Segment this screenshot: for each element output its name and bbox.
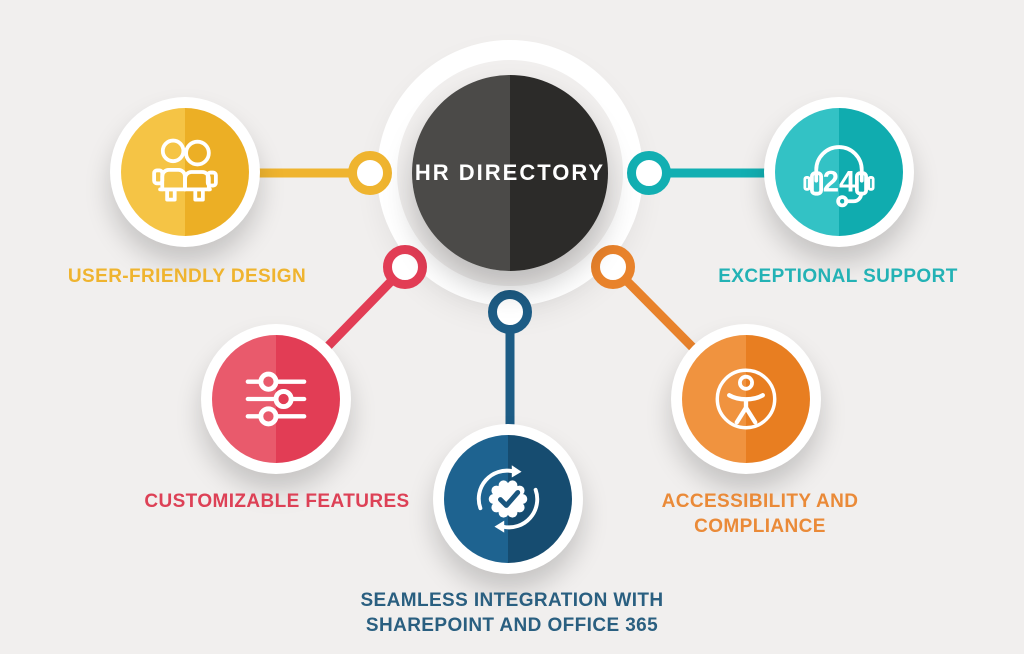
node-exceptional-support: 24: [764, 97, 914, 247]
label-accessibility-compliance: ACCESSIBILITY AND COMPLIANCE: [661, 491, 859, 538]
center-circle: HR DIRECTORY: [412, 75, 608, 271]
node-seamless-integration-circle: [444, 435, 572, 563]
support-24-badge: 24: [823, 167, 856, 199]
node-exceptional-support-circle: 24: [775, 108, 903, 236]
label-customizable-features: CUSTOMIZABLE FEATURES: [144, 491, 410, 512]
node-accessibility-compliance-circle: [682, 335, 810, 463]
people-icon: [152, 138, 218, 202]
node-accessibility-compliance: [671, 324, 821, 474]
label-exceptional-support: EXCEPTIONAL SUPPORT: [718, 266, 958, 287]
sync-check-icon: [476, 465, 540, 533]
node-customizable-features: [201, 324, 351, 474]
label-user-friendly-design: USER-FRIENDLY DESIGN: [67, 266, 307, 287]
node-customizable-features-circle: [212, 335, 340, 463]
accessibility-icon: [715, 368, 777, 430]
node-seamless-integration: [433, 424, 583, 574]
center-title: HR DIRECTORY: [414, 160, 606, 185]
sliders-icon: [245, 371, 307, 427]
label-seamless-integration-line2: SHAREPOINT AND OFFICE 365: [365, 615, 659, 637]
headset-24-icon: 24: [803, 145, 875, 208]
node-user-friendly-design-circle: [121, 108, 249, 236]
label-seamless-integration-line1: SEAMLESS INTEGRATION WITH: [360, 590, 664, 611]
label-seamless-integration: SEAMLESS INTEGRATION WITH SHAREPOINT AND…: [352, 588, 672, 638]
node-user-friendly-design: [110, 97, 260, 247]
